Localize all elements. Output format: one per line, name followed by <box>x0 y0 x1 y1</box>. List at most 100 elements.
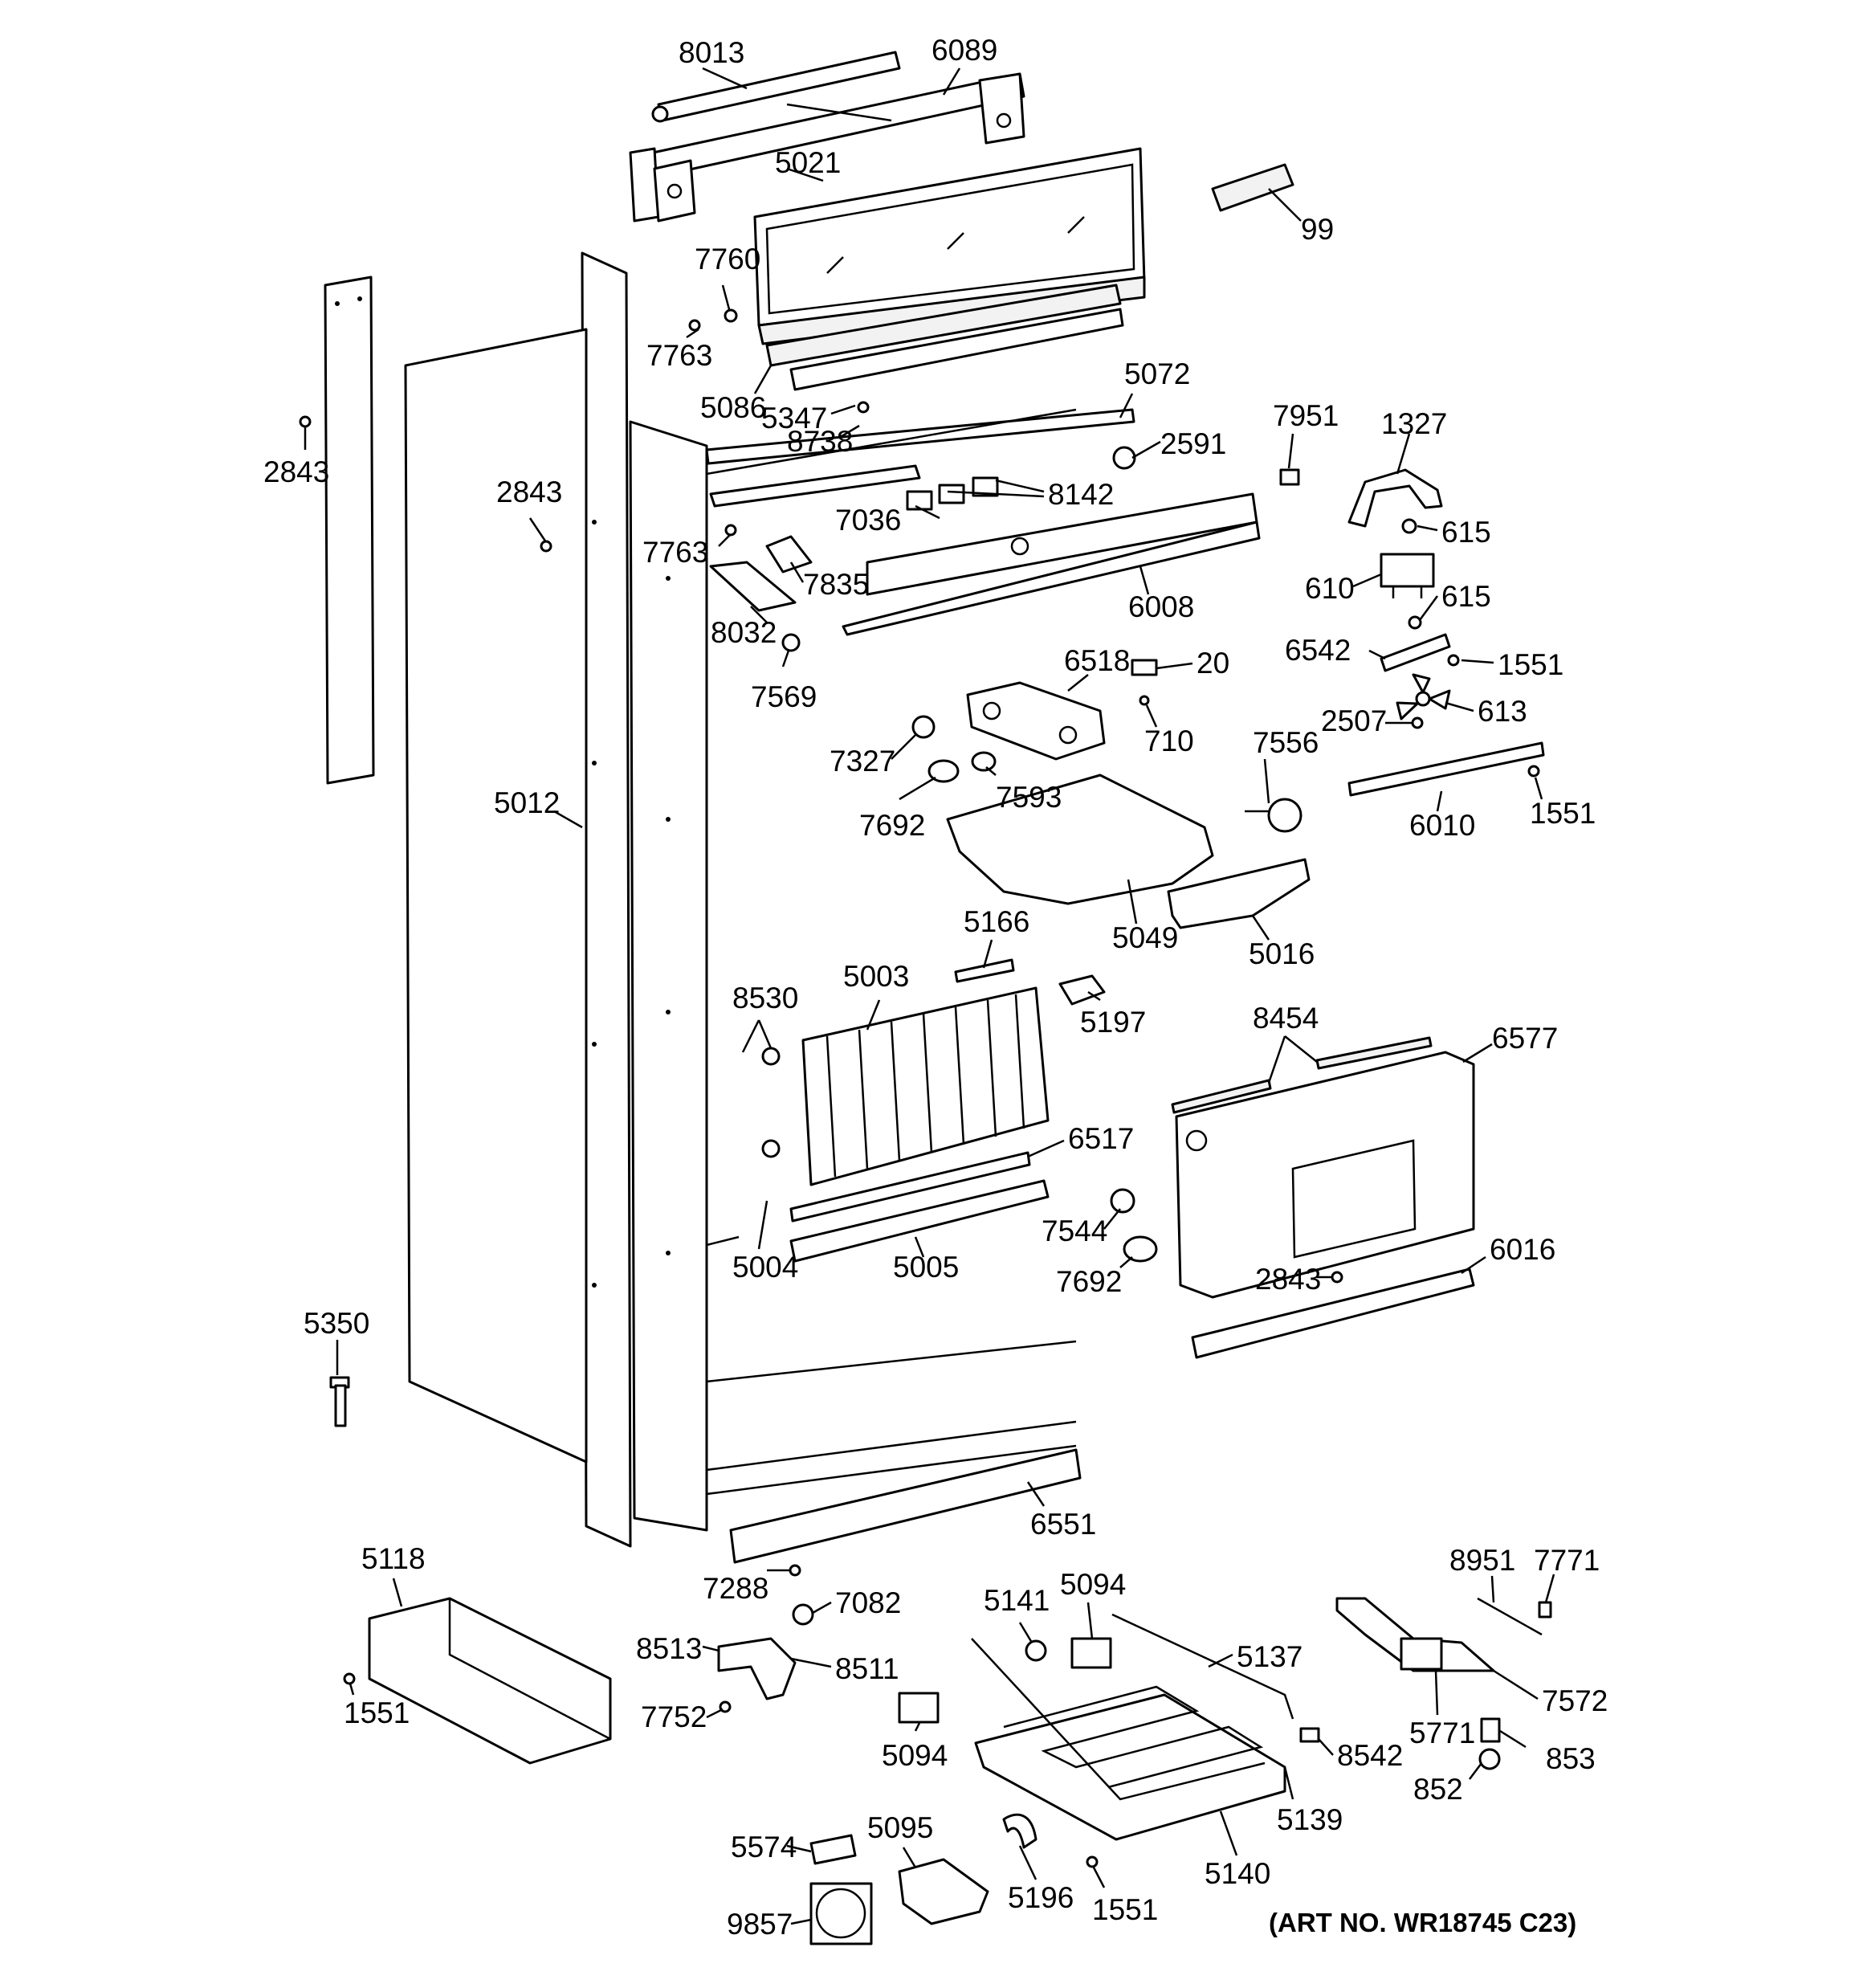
callout: 7569 <box>751 680 817 713</box>
callout: 7760 <box>695 243 760 276</box>
callout: 8513 <box>636 1632 702 1665</box>
part-screw-7288 <box>789 1564 801 1577</box>
callout: 8511 <box>835 1652 899 1685</box>
part-screw-7763-a <box>688 319 701 332</box>
callout: 7771 <box>1534 1544 1600 1577</box>
callout: 8032 <box>711 616 777 649</box>
callout: 615 <box>1441 516 1491 549</box>
callout: 6518 <box>1064 644 1130 677</box>
callout-labels: 8013 6089 5021 99 7760 7763 2843 2843 50… <box>263 34 1608 1941</box>
part-853-spacer <box>1480 1717 1501 1743</box>
callout: 5350 <box>304 1307 369 1340</box>
callout: 1327 <box>1381 407 1447 440</box>
part-5141-washer <box>1025 1639 1047 1662</box>
part-5771-linkage <box>1335 1597 1495 1672</box>
part-screw-2843-a <box>299 415 312 428</box>
part-7593-socket <box>971 751 997 772</box>
callout: 5574 <box>731 1831 797 1863</box>
callout: 8142 <box>1048 478 1114 511</box>
part-5197-relay <box>1058 974 1106 1006</box>
callout: 7327 <box>830 745 895 778</box>
part-8454-gasket-right <box>1315 1036 1433 1070</box>
callout: 2591 <box>1160 427 1226 460</box>
callout: 610 <box>1305 572 1355 605</box>
callout: 7835 <box>803 568 869 601</box>
callout: 8454 <box>1253 1002 1319 1035</box>
part-screw-8738 <box>857 401 870 414</box>
part-8951-spring <box>1477 1597 1543 1636</box>
callout: 7593 <box>996 781 1062 814</box>
part-99-badge <box>1211 163 1294 212</box>
callout: 8738 <box>787 425 853 458</box>
part-6577-cover <box>1175 1051 1475 1299</box>
callout: 9857 <box>727 1908 793 1941</box>
callout: 7763 <box>642 536 708 569</box>
callout: 5003 <box>843 960 909 993</box>
callout: 1551 <box>1530 797 1596 830</box>
part-screw-7760 <box>724 308 738 323</box>
part-8542-clip <box>1299 1727 1320 1743</box>
callout: 5049 <box>1112 921 1178 954</box>
part-5166-clip <box>954 958 1015 983</box>
part-20-connector <box>1131 659 1158 676</box>
part-1327-bracket <box>1347 468 1443 528</box>
part-6517-rail <box>789 1151 1031 1223</box>
callout: 5086 <box>700 391 766 424</box>
callout: 5196 <box>1008 1881 1074 1914</box>
part-7771-screw <box>1538 1601 1552 1619</box>
callout: 8530 <box>732 982 798 1014</box>
part-5347-bracket <box>789 308 1124 391</box>
part-6089-hinge-rail <box>629 72 1025 222</box>
callout: 5021 <box>775 146 841 179</box>
callout: 5141 <box>984 1584 1050 1617</box>
part-screw-1551-b <box>1527 765 1540 778</box>
part-5086-grille-strip <box>765 284 1122 367</box>
part-screw-1551-d <box>1086 1855 1099 1868</box>
part-5094-bracket-2 <box>898 1692 940 1724</box>
callout: 6016 <box>1490 1233 1555 1266</box>
part-8513-hinge <box>717 1637 797 1700</box>
callout: 6008 <box>1128 590 1194 623</box>
callout: 7692 <box>1056 1265 1122 1298</box>
part-852-screw <box>1478 1748 1501 1770</box>
callout: 710 <box>1144 725 1194 757</box>
callout: 1551 <box>1498 648 1563 681</box>
part-screw-710 <box>1139 695 1150 706</box>
part-screw-2843-b <box>540 540 552 553</box>
part-5095-bracket <box>898 1858 989 1925</box>
callout: 6010 <box>1409 809 1475 842</box>
part-613-fan-blade <box>1396 673 1451 720</box>
part-9857-fan <box>809 1882 873 1945</box>
part-7569-plug <box>781 633 801 652</box>
callout: 7544 <box>1042 1214 1107 1247</box>
callout: 1551 <box>1092 1893 1158 1926</box>
callout: 7752 <box>641 1700 707 1733</box>
callout: 1551 <box>344 1696 410 1729</box>
part-drawings <box>299 51 1552 1945</box>
part-2843-side-strip <box>324 276 375 785</box>
part-5350-bolt <box>329 1376 350 1427</box>
part-screw-2507 <box>1411 716 1424 729</box>
part-6010-rail <box>1347 741 1545 797</box>
part-screw-1551-c <box>343 1672 356 1685</box>
callout: 5166 <box>964 905 1029 938</box>
part-screw-1551-a <box>1447 654 1460 667</box>
callout: 8542 <box>1337 1739 1403 1772</box>
callout: 5012 <box>494 786 560 819</box>
part-screw-7763-b <box>724 524 737 537</box>
part-5137-heater-wire <box>1111 1613 1294 1720</box>
callout: 7572 <box>1542 1684 1608 1717</box>
part-8454-gasket-left <box>1171 1079 1272 1114</box>
part-5003-evaporator <box>801 986 1050 1186</box>
part-8032-bracket <box>709 561 797 612</box>
part-5012-column <box>581 251 632 1548</box>
callout: 7036 <box>835 504 901 537</box>
art-number: (ART NO. WR18745 C23) <box>1269 1908 1576 1937</box>
part-screw-8530-b <box>761 1139 781 1158</box>
callout: 5094 <box>1060 1568 1126 1601</box>
part-5049-light-shield <box>946 774 1214 905</box>
callout: 613 <box>1478 695 1527 728</box>
callout: 2843 <box>263 455 329 488</box>
part-5005-drain-pan <box>789 1179 1050 1263</box>
